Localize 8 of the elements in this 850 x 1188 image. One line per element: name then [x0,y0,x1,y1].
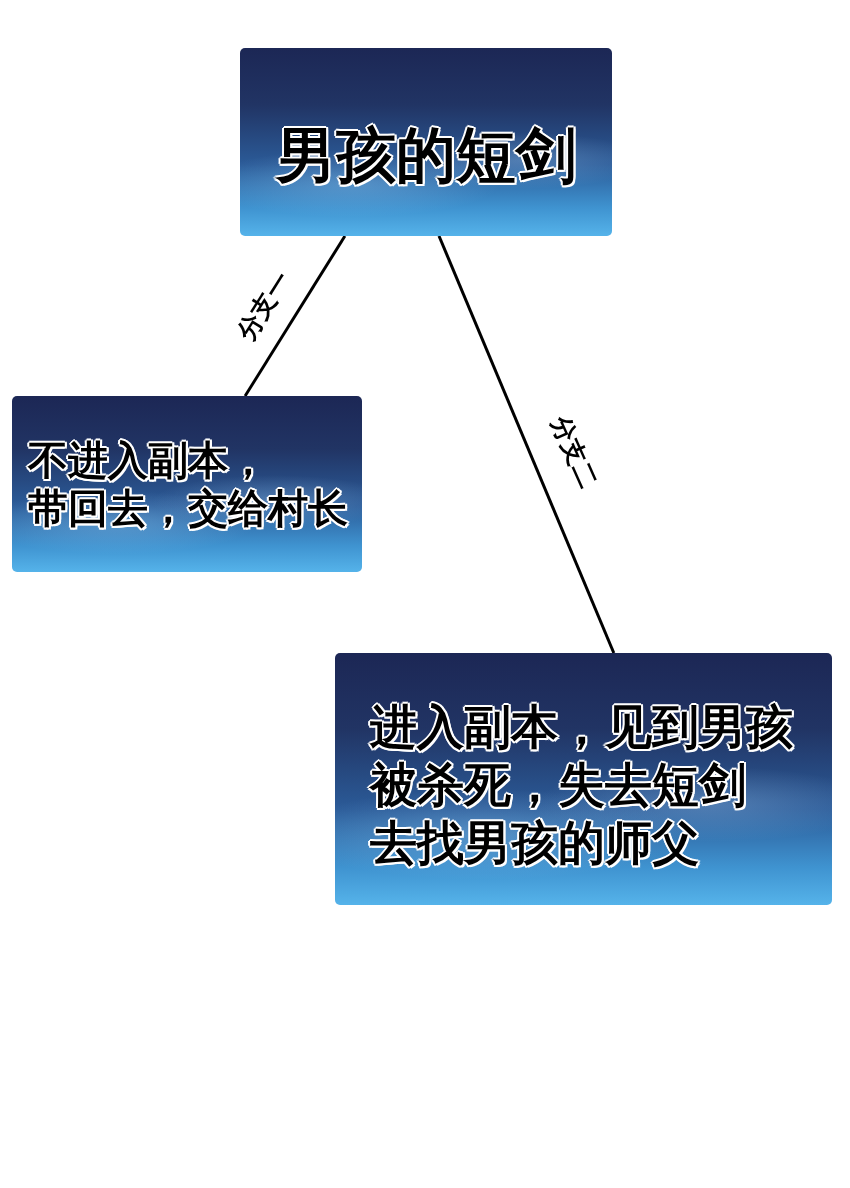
title-panel [240,48,612,236]
branch-panel [12,396,362,572]
title-text: 男孩的短剑 [276,123,576,187]
branch-text: 不进入副本，带回去，交给村长 [28,436,348,532]
connector-line [243,235,347,397]
branch-panel [335,653,832,905]
branch-text: 进入副本，见到男孩被杀死，失去短剑去找男孩的师父 [370,698,793,872]
connector-line [437,235,616,654]
